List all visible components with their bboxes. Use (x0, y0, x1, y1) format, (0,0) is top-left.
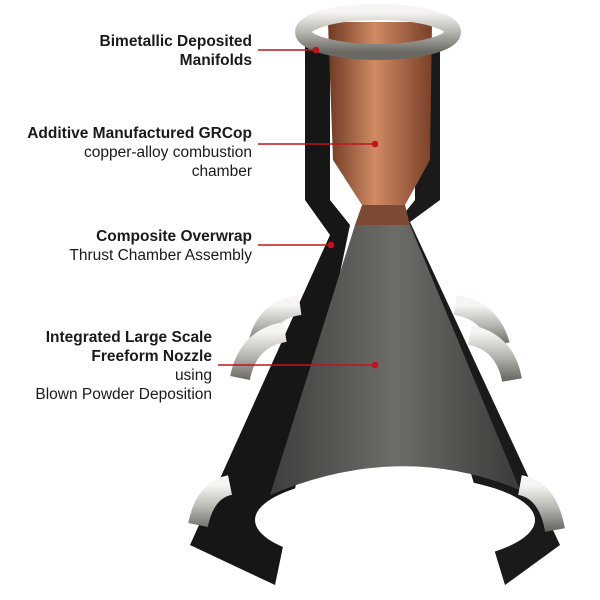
label-subtitle: copper-alloy combustion (83, 144, 252, 161)
combustion-chamber (328, 22, 432, 205)
label-subtitle: Thrust Chamber Assembly (69, 247, 252, 264)
label-title: Composite Overwrap (96, 228, 252, 245)
label-title: Additive Manufactured GRCop (27, 125, 252, 142)
nozzle-exit (255, 475, 535, 565)
leader-lines (218, 46, 379, 369)
label-subtitle: using (174, 367, 212, 384)
throat (355, 205, 410, 225)
label-composite-overwrap: Composite Overwrap Thrust Chamber Assemb… (69, 227, 252, 265)
composite-overwrap (190, 40, 350, 585)
label-manifolds: Bimetallic Deposited Manifolds (100, 32, 252, 70)
label-combustion-chamber: Additive Manufactured GRCop copper-alloy… (27, 124, 252, 181)
label-title: Integrated Large Scale (45, 329, 212, 346)
label-subtitle: Blown Powder Deposition (35, 386, 212, 403)
top-manifold-ring (295, 4, 461, 60)
label-title: Manifolds (179, 52, 252, 69)
manifold-ring (230, 322, 522, 383)
nozzle-interior (270, 225, 520, 495)
label-title: Bimetallic Deposited (99, 33, 252, 50)
bottom-ring (188, 475, 565, 533)
label-nozzle: Integrated Large Scale Freeform Nozzle u… (35, 328, 212, 404)
composite-overwrap-right (395, 40, 560, 585)
label-subtitle: chamber (191, 163, 252, 180)
label-title: Freeform Nozzle (91, 348, 212, 365)
